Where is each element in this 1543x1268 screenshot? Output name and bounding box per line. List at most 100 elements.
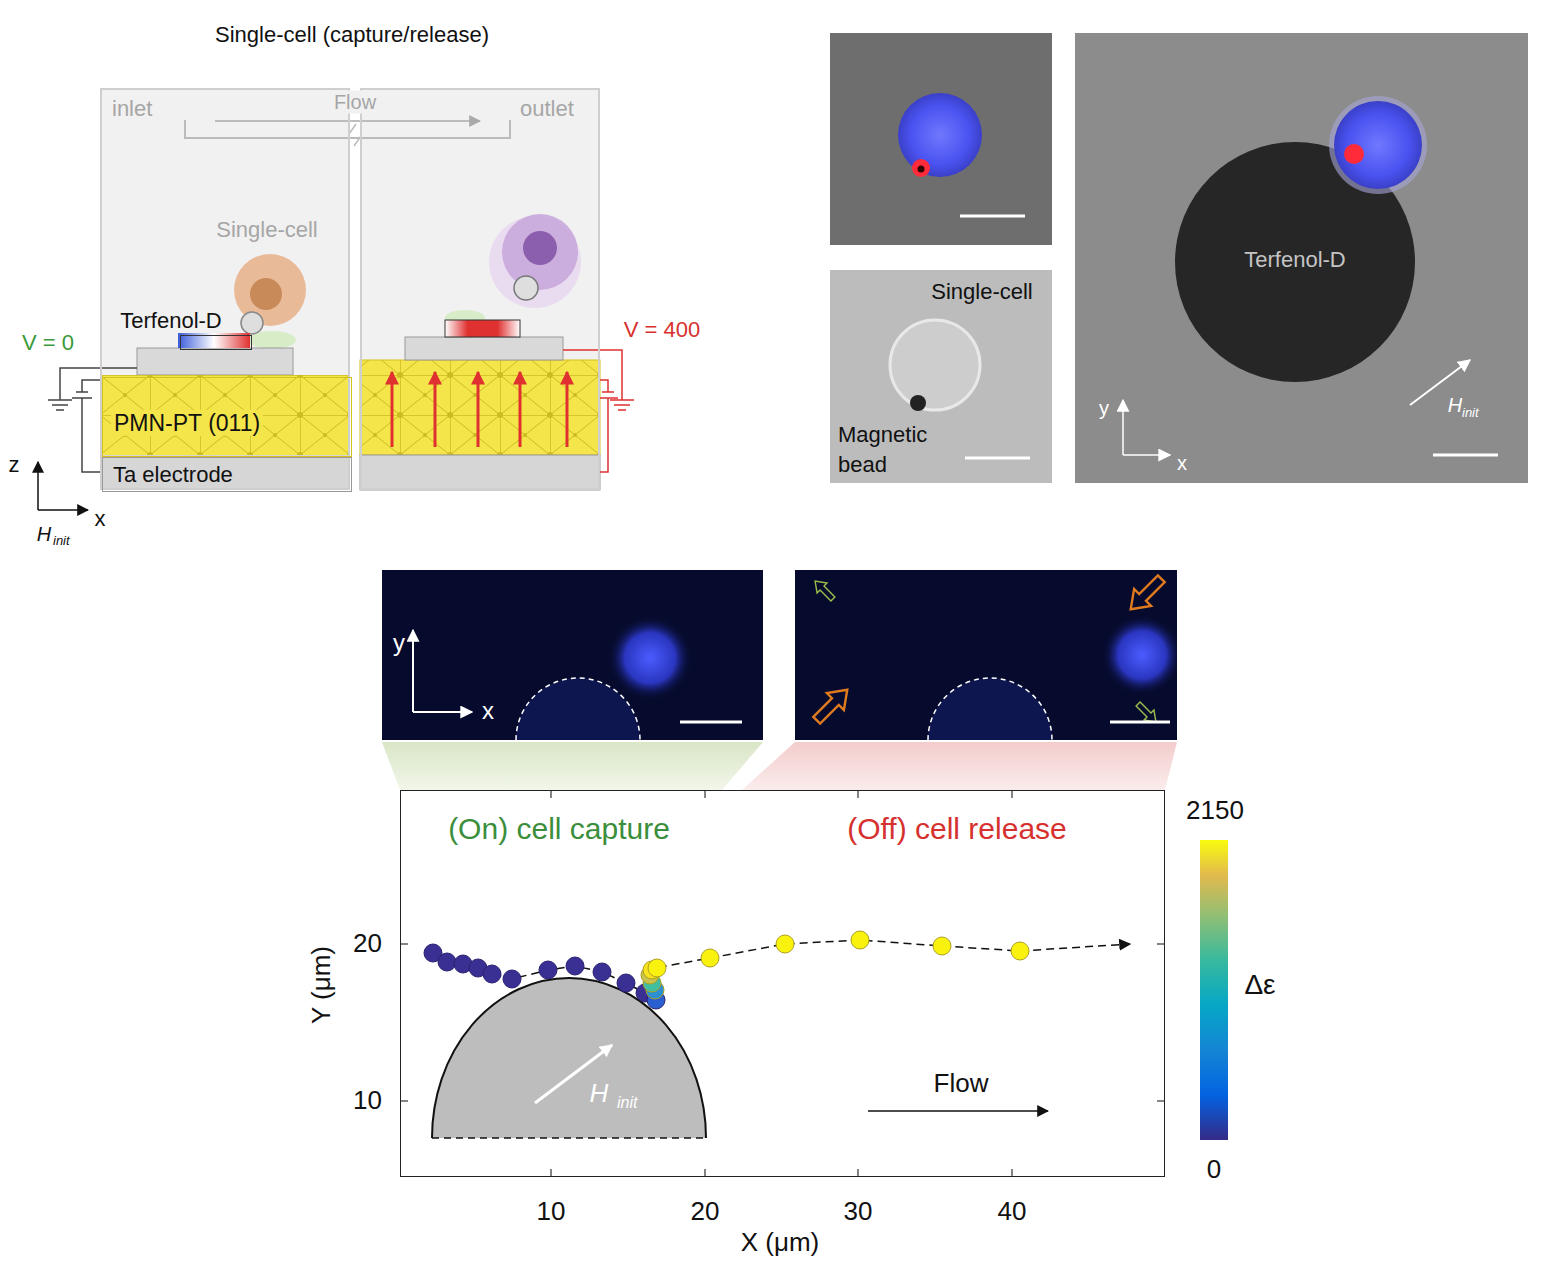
pmn-pt-layer: PMN-PT (011) — [102, 377, 352, 457]
line-shape — [434, 372, 437, 447]
panel-title: Single-cell (capture/release) — [215, 22, 489, 47]
circle-shape — [617, 974, 635, 992]
line-shape — [1123, 454, 1170, 456]
trajectory-plot — [400, 790, 1228, 1177]
g-shape — [516, 616, 692, 740]
port-label: outlet — [520, 96, 574, 121]
terfenol-pad: Terfenol-D — [180, 335, 252, 350]
circle-shape — [241, 312, 263, 334]
line-shape — [1157, 943, 1165, 944]
circle-shape — [912, 159, 930, 177]
path-shape — [928, 678, 1052, 740]
line-shape — [704, 790, 705, 798]
outlet-chamber: outlet — [360, 88, 600, 490]
rect-shape — [100, 375, 350, 455]
line-shape — [857, 1169, 858, 1177]
circle-shape — [523, 231, 557, 265]
material-label: Terfenol-D — [1244, 247, 1345, 272]
field-subscript: init — [53, 534, 70, 549]
material-label: PMN-PT (011) — [111, 410, 263, 436]
material-label: Ta electrode — [113, 462, 233, 487]
electrode-layer: Ta electrode — [102, 457, 352, 492]
rect-shape — [1200, 840, 1228, 1140]
state-label: (Off) cell release — [847, 812, 1067, 847]
bead-label: Magnetic bead — [838, 420, 958, 480]
rect-shape — [100, 455, 350, 490]
line-shape — [38, 509, 88, 511]
colorbar-max: 2150 — [1186, 796, 1244, 826]
circle-shape — [776, 935, 794, 953]
rect-shape — [360, 88, 600, 490]
field-subscript: init — [617, 1094, 637, 1112]
path-shape — [48, 368, 137, 410]
cell-label: Single-cell — [931, 279, 1033, 304]
field-symbol: H — [37, 523, 51, 546]
circle-shape — [918, 166, 925, 173]
colorbar-title: Δε — [1244, 969, 1275, 1001]
circle-shape — [890, 320, 980, 410]
line-shape — [432, 1137, 706, 1139]
line-shape — [680, 721, 742, 724]
tick-label: 10 — [353, 1086, 382, 1116]
rect-shape — [830, 33, 1052, 245]
brightfield-panel: Single-cellMagnetic bead — [830, 270, 1052, 483]
circle-shape — [483, 965, 501, 983]
flow-label: Flow — [934, 1069, 989, 1099]
path-shape — [598, 380, 618, 472]
rect-shape — [100, 375, 350, 455]
line-shape — [412, 630, 414, 712]
circle-shape — [593, 963, 611, 981]
circle-shape — [438, 953, 456, 971]
state-label: (On) cell capture — [448, 812, 670, 847]
axis-label: x — [95, 506, 106, 531]
g-shape — [928, 615, 1177, 740]
circle-shape — [503, 970, 521, 988]
axis-label: x — [1177, 452, 1187, 475]
line-shape — [1110, 721, 1170, 724]
line-shape — [413, 711, 472, 713]
path-shape — [72, 380, 100, 472]
circle-shape — [648, 959, 666, 977]
tick-label: 40 — [998, 1197, 1027, 1227]
line-shape — [477, 372, 480, 447]
circle-shape — [910, 395, 926, 411]
circle-shape — [1344, 144, 1364, 164]
line-shape — [519, 372, 522, 447]
path-shape — [185, 120, 510, 138]
line-shape — [37, 462, 39, 510]
micrographs — [830, 33, 1528, 483]
axis-label: x — [482, 697, 494, 725]
line-shape — [550, 1169, 551, 1177]
polygon-shape — [382, 742, 763, 790]
fluorescence-frames — [382, 570, 1182, 790]
line-shape — [550, 790, 551, 798]
circle-shape — [250, 278, 282, 310]
circle-shape — [566, 957, 584, 975]
field-symbol: H — [590, 1079, 609, 1109]
axis-title: Y (μm) — [307, 946, 337, 1024]
g-shape — [808, 570, 1170, 729]
tick-label: 30 — [844, 1197, 873, 1227]
path-shape — [516, 678, 640, 740]
circle-shape — [933, 937, 951, 955]
cell-label: Single-cell — [216, 217, 318, 242]
rect-shape — [360, 360, 600, 455]
plot-frame: (On) cell capture (Off) cell releaseFlow H… — [400, 790, 1165, 1177]
path-shape — [432, 978, 706, 1138]
axis-title: X (μm) — [741, 1228, 820, 1258]
line-shape — [704, 1169, 705, 1177]
circle-shape — [539, 961, 557, 979]
line-shape — [400, 943, 408, 944]
g-shape — [392, 372, 567, 447]
path-shape — [1122, 570, 1170, 618]
material-label: Terfenol-D — [120, 308, 221, 333]
rect-shape — [830, 270, 1052, 483]
rect-shape — [405, 337, 563, 360]
rect-shape — [360, 455, 600, 490]
line-shape — [215, 120, 480, 122]
g-shape — [400, 790, 1165, 1177]
g-shape — [641, 931, 1029, 999]
line-shape — [400, 1100, 408, 1101]
circle-shape — [1102, 615, 1177, 695]
tick-label: 20 — [691, 1197, 720, 1227]
